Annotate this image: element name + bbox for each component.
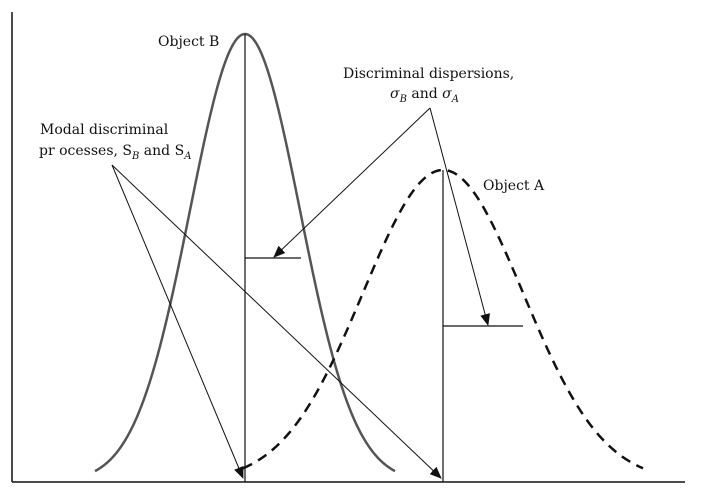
object-b-label: Object B	[158, 34, 219, 50]
sigma-a-symbol: σ	[442, 86, 452, 102]
modal-sub-a: A	[183, 151, 191, 162]
modal-processes-text: pr ocesses, S	[39, 143, 132, 159]
object-a-label: Object A	[483, 178, 545, 194]
modal-label-line1: Modal discriminal	[40, 122, 169, 138]
dispersion-arrow-a	[429, 107, 490, 326]
modal-and: and S	[139, 143, 184, 159]
dispersion-arrow-b	[273, 107, 431, 258]
dispersions-label-line1: Discriminal dispersions,	[343, 66, 514, 82]
modal-arrow-b	[111, 164, 244, 479]
modal-label-line2: pr ocesses, SB and SA	[39, 143, 191, 162]
sigma-b-symbol: σ	[390, 86, 400, 102]
sigma-a-subscript: A	[451, 94, 459, 105]
modal-arrow-a	[111, 164, 442, 479]
dispersions-label-line2: σB and σA	[390, 86, 459, 105]
sigma-b-subscript: B	[399, 94, 407, 105]
dispersions-and: and	[407, 86, 442, 102]
object-a-curve	[242, 168, 644, 470]
modal-sub-b: B	[131, 151, 139, 162]
